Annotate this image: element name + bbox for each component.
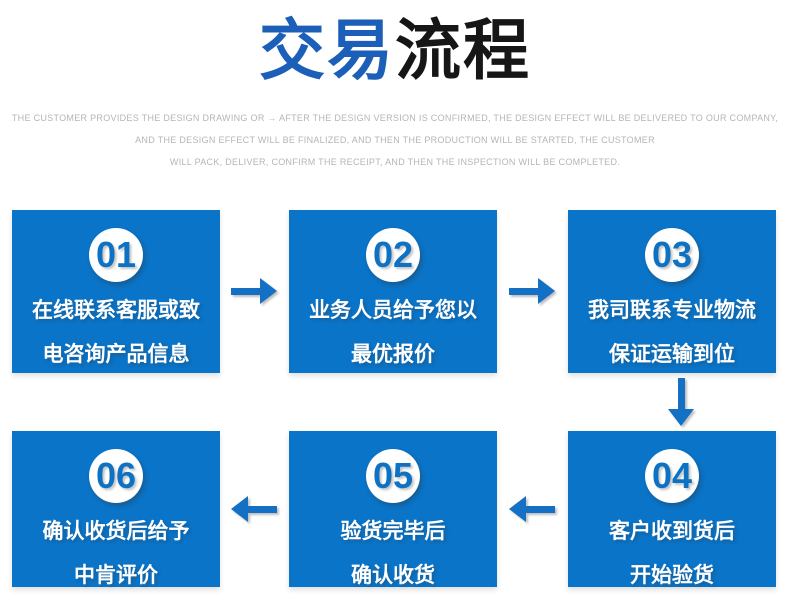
step-number-02: 02 [372,234,414,275]
step-box-06: 06 确认收货后给予 中肯评价 [12,431,220,587]
step-number-04: 04 [651,455,693,496]
arrow-down-icon-step3-to-step4 [668,378,694,426]
page-title-rest: 流程 [395,13,531,87]
step-05-text-line-1: 验货完毕后 [340,520,446,543]
arrow-head [668,409,694,426]
arrow-stem [231,287,261,295]
step-number-03: 03 [651,234,693,275]
step-number-badge-03: 03 [645,228,699,282]
arrow-left-icon-step5-to-step6 [231,496,277,522]
step-number-01: 01 [95,234,137,275]
step-05-text-line-2: 确认收货 [351,564,435,587]
subtitle-line-3: WILL PACK, DELIVER, CONFIRM THE RECEIPT,… [169,157,621,167]
step-number-06: 06 [95,455,137,496]
step-02-text-line-2: 最优报价 [351,343,435,366]
page-title-highlight: 交易 [259,13,395,87]
step-number-badge-02: 02 [366,228,420,282]
step-04-text-line-1: 客户收到货后 [609,520,735,543]
step-02-text-line-1: 业务人员给予您以 [309,299,477,322]
step-number-badge-01: 01 [89,228,143,282]
arrow-stem [247,505,277,513]
step-box-02: 02 业务人员给予您以 最优报价 [289,210,497,373]
subtitle: THE CUSTOMER PROVIDES THE DESIGN DRAWING… [0,114,790,180]
arrow-stem [677,378,685,410]
arrow-right-icon-step2-to-step3 [509,278,555,304]
arrow-head [538,278,555,304]
subtitle-line-1: THE CUSTOMER PROVIDES THE DESIGN DRAWING… [11,113,779,123]
subtitle-line-2: AND THE DESIGN EFFECT WILL BE FINALIZED,… [135,135,655,145]
arrow-head [260,278,277,304]
arrow-stem [509,287,539,295]
arrow-head [509,496,526,522]
step-04-text-line-2: 开始验货 [630,564,714,587]
step-06-text-line-2: 中肯评价 [74,564,158,587]
step-box-04: 04 客户收到货后 开始验货 [568,431,776,587]
step-number-badge-06: 06 [89,449,143,503]
arrow-right-icon-step1-to-step2 [231,278,277,304]
step-03-text-line-2: 保证运输到位 [609,343,735,366]
arrow-stem [525,505,555,513]
step-box-05: 05 验货完毕后 确认收货 [289,431,497,587]
step-box-01: 01 在线联系客服或致 电咨询产品信息 [12,210,220,373]
step-01-text-line-2: 电咨询产品信息 [42,343,190,366]
step-number-badge-05: 05 [366,449,420,503]
step-03-text-line-1: 我司联系专业物流 [588,299,756,322]
step-number-badge-04: 04 [645,449,699,503]
page-title: 交易流程 [0,8,790,94]
arrow-left-icon-step4-to-step5 [509,496,555,522]
step-box-03: 03 我司联系专业物流 保证运输到位 [568,210,776,373]
step-06-text-line-1: 确认收货后给予 [42,520,190,543]
arrow-head [231,496,248,522]
step-number-05: 05 [372,455,414,496]
step-01-text-line-1: 在线联系客服或致 [32,299,200,322]
